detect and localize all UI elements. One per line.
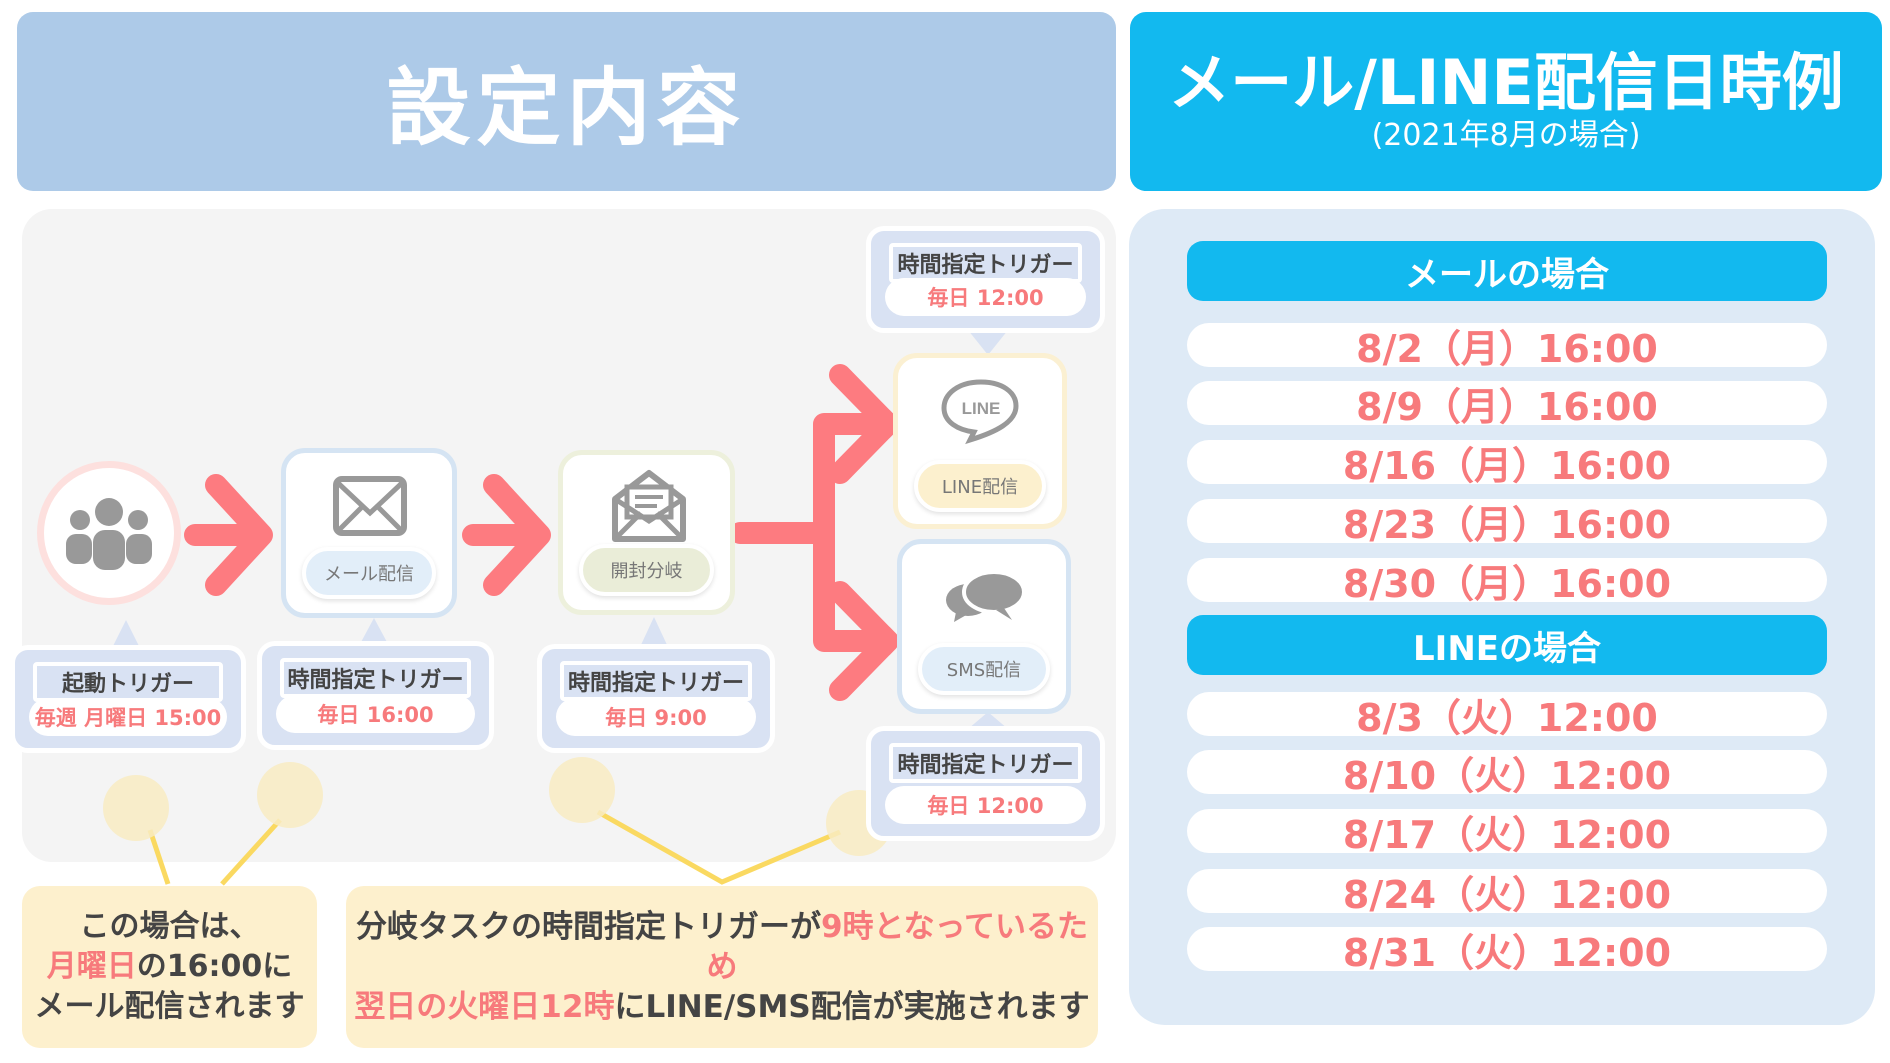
note-highlight: 9時となっているため	[706, 909, 1089, 985]
trigger-value: 毎日 16:00	[276, 695, 475, 733]
note-line: にLINE/SMS配信が実施されます	[614, 989, 1090, 1025]
mail-schedule-row: 8/30（月）16:00	[1187, 558, 1827, 606]
chat-bubbles-icon	[946, 570, 1026, 622]
line-logo-icon: LINE	[941, 379, 1019, 445]
mail-schedule-row: 8/16（月）16:00	[1187, 440, 1827, 488]
trigger-title: 起動トリガー	[33, 662, 223, 702]
note-line: メール配信されます	[34, 989, 305, 1024]
trigger-title: 時間指定トリガー	[889, 743, 1082, 783]
line-schedule-header: LINEの場合	[1187, 615, 1827, 675]
start-node[interactable]	[37, 461, 181, 605]
trigger-value: 毎日 12:00	[885, 786, 1086, 824]
schedule-title: メール/LINE配信日時例	[1168, 46, 1844, 119]
trigger-value: 毎週 月曜日 15:00	[29, 698, 227, 736]
start-trigger[interactable]: 起動トリガー 毎週 月曜日 15:00	[10, 645, 246, 753]
schedule-header: メール/LINE配信日時例 (2021年8月の場合)	[1130, 12, 1882, 191]
line-node[interactable]: LINE LINE配信	[893, 353, 1067, 529]
envelope-icon	[333, 476, 407, 536]
mail-trigger[interactable]: 時間指定トリガー 毎日 16:00	[257, 641, 494, 750]
settings-header: 設定内容	[17, 12, 1116, 191]
branch-label: 開封分岐	[579, 544, 714, 596]
schedule-subtitle: (2021年8月の場合)	[1371, 118, 1641, 153]
sms-trigger[interactable]: 時間指定トリガー 毎日 12:00	[866, 726, 1105, 841]
mail-schedule-row: 8/2（月）16:00	[1187, 323, 1827, 371]
note-mail: この場合は、 月曜日の16:00に メール配信されます	[22, 886, 317, 1048]
mail-schedule-row: 8/9（月）16:00	[1187, 381, 1827, 429]
line-label: LINE配信	[914, 460, 1046, 512]
branch-trigger[interactable]: 時間指定トリガー 毎日 9:00	[537, 644, 775, 753]
trigger-title: 時間指定トリガー	[560, 661, 752, 701]
trigger-value: 毎日 12:00	[885, 278, 1086, 316]
sms-label: SMS配信	[918, 643, 1050, 695]
line-schedule-row: 8/17（火）12:00	[1187, 809, 1827, 857]
note-highlight: 翌日の火曜日12時	[354, 989, 615, 1025]
trigger-title: 時間指定トリガー	[280, 658, 471, 698]
line-logo-text: LINE	[962, 399, 1001, 418]
note-line: 分岐タスクの時間指定トリガーが	[355, 909, 821, 945]
trigger-value: 毎日 9:00	[556, 698, 756, 736]
line-schedule-row: 8/3（火）12:00	[1187, 692, 1827, 740]
branch-arrows	[729, 364, 899, 701]
note-branch: 分岐タスクの時間指定トリガーが9時となっているため 翌日の火曜日12時にLINE…	[346, 886, 1098, 1048]
line-schedule-row: 8/31（火）12:00	[1187, 927, 1827, 975]
sms-node[interactable]: SMS配信	[897, 539, 1071, 714]
arrow-2	[462, 474, 551, 596]
branch-node[interactable]: 開封分岐	[558, 450, 735, 615]
line-trigger[interactable]: 時間指定トリガー 毎日 12:00	[866, 226, 1105, 333]
note-line: の16:00に	[136, 949, 293, 984]
line-schedule-row: 8/24（火）12:00	[1187, 869, 1827, 917]
mail-schedule-header: メールの場合	[1187, 241, 1827, 301]
mail-node[interactable]: メール配信	[281, 448, 457, 618]
note-highlight: 月曜日	[46, 949, 137, 984]
line-schedule-row: 8/10（火）12:00	[1187, 750, 1827, 798]
trigger-title: 時間指定トリガー	[889, 243, 1082, 283]
mail-schedule-row: 8/23（月）16:00	[1187, 499, 1827, 547]
mail-label: メール配信	[302, 547, 436, 599]
open-envelope-icon	[612, 470, 686, 542]
arrow-1	[184, 474, 273, 596]
note-line: この場合は、	[79, 909, 260, 944]
group-icon	[66, 498, 152, 570]
